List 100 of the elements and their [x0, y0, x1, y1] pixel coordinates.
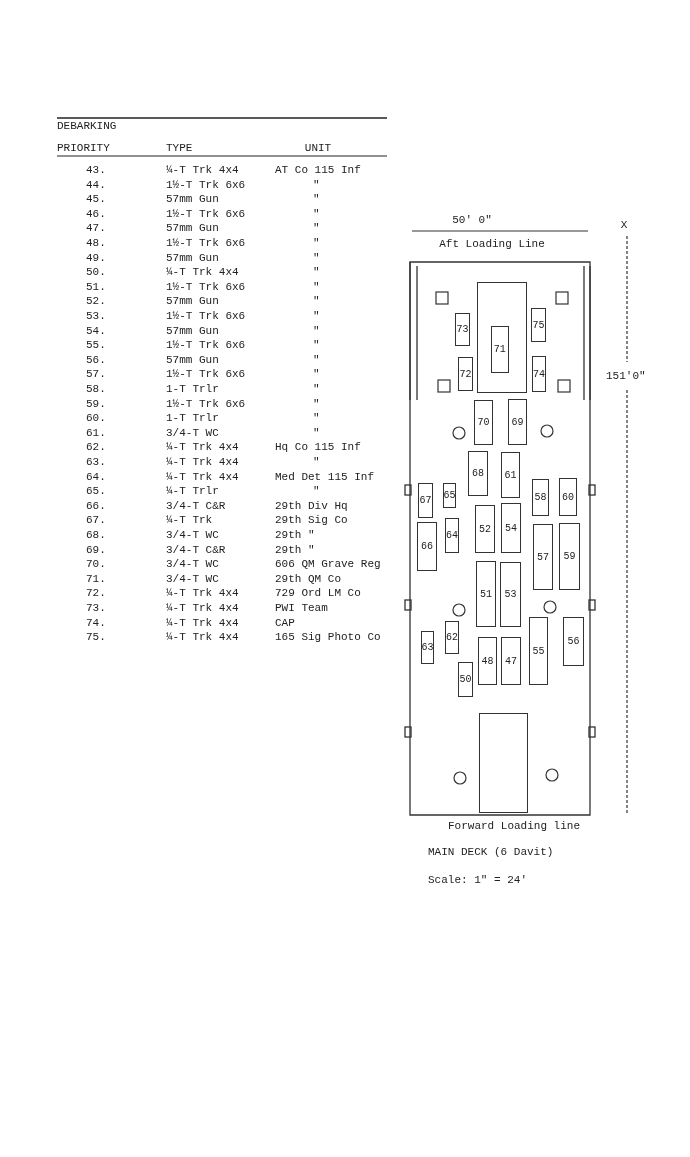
ditto-mark: " [313, 295, 320, 309]
priority-number: 67. [86, 514, 106, 528]
vehicle-box: 69 [508, 399, 527, 445]
vehicle-type: 1½-T Trk 6x6 [166, 237, 246, 250]
ditto-mark: " [313, 237, 320, 250]
vehicle-type: ¼-T Trk [166, 514, 213, 528]
vehicle-type: 1½-T Trk 6x6 [166, 207, 246, 221]
priority-number: 46. [86, 207, 106, 221]
vehicle-type: ¼-T Trk 4x4 [166, 470, 239, 484]
vehicle-type: 3/4-T WC [166, 529, 219, 542]
priority-number: 61. [86, 426, 106, 440]
vehicle-box: 54 [501, 503, 521, 553]
priority-number: 50. [86, 266, 106, 280]
vehicle-box: 59 [559, 523, 580, 590]
vehicle-box: 63 [421, 631, 434, 664]
vehicle-type: 1½-T Trk 6x6 [166, 397, 246, 411]
priority-number: 70. [86, 558, 106, 572]
vehicle-type: ¼-T Trk 4x4 [166, 441, 239, 455]
vehicle-box: 72 [458, 357, 473, 391]
priority-number: 68. [86, 529, 106, 542]
vehicle-box: 55 [529, 617, 548, 685]
priority-number: 59. [86, 397, 106, 411]
vehicle-box: 52 [475, 505, 495, 553]
priority-number: 73. [86, 602, 106, 615]
unit-name: 29th Div Hq [275, 499, 348, 513]
vehicle-type: 1-T Trlr [166, 412, 219, 426]
vehicle-type: 57mm Gun [166, 324, 219, 338]
vehicle-type: ¼-T Trk 4x4 [166, 587, 239, 601]
vehicle-type: 1½-T Trk 6x6 [166, 178, 246, 192]
ditto-mark: " [313, 207, 320, 221]
priority-number: 45. [86, 193, 106, 207]
unit-name: CAP [275, 616, 295, 630]
priority-number: 53. [86, 310, 106, 323]
priority-number: 60. [86, 412, 106, 426]
priority-number: 48. [86, 237, 106, 250]
vehicle-box: 56 [563, 617, 584, 666]
priority-number: 56. [86, 353, 106, 367]
priority-number: 63. [86, 456, 106, 469]
priority-number: 52. [86, 295, 106, 309]
unit-name: AT Co 115 Inf [275, 164, 361, 177]
deck-title: MAIN DECK (6 Davit) [428, 846, 554, 859]
vehicle-box: 48 [478, 637, 497, 685]
column-header: PRIORITY [57, 142, 110, 155]
ditto-mark: " [313, 266, 320, 280]
priority-number: 71. [86, 572, 106, 586]
vehicle-box: 60 [559, 478, 577, 516]
vehicle-box: 47 [501, 637, 521, 685]
deck-end-label: Aft Loading Line [439, 238, 545, 251]
priority-number: 51. [86, 280, 106, 294]
ditto-mark: " [313, 485, 320, 499]
ditto-mark: " [313, 456, 320, 469]
vehicle-box: 51 [476, 561, 496, 627]
vehicle-type: ¼-T Trk 4x4 [166, 164, 239, 177]
column-header: UNIT [304, 142, 332, 155]
vehicle-type: ¼-T Trk 4x4 [166, 631, 239, 645]
unit-name: PWI Team [275, 602, 328, 615]
ditto-mark: " [313, 397, 320, 411]
vehicle-type: 3/4-T WC [166, 572, 219, 586]
unit-name: 29th " [275, 529, 315, 542]
vehicle-type: 1½-T Trk 6x6 [166, 339, 246, 353]
priority-number: 43. [86, 164, 106, 177]
ditto-mark: " [313, 324, 320, 338]
vehicle-type: 1½-T Trk 6x6 [166, 368, 246, 382]
priority-number: 65. [86, 485, 106, 499]
vehicle-type: 3/4-T C&R [166, 543, 226, 557]
ditto-mark: " [313, 339, 320, 353]
vehicle-type: 1-T Trlr [166, 383, 219, 396]
vehicle-type: 3/4-T WC [166, 426, 219, 440]
priority-number: 44. [86, 178, 106, 192]
vehicle-box: 75 [531, 308, 546, 342]
vehicle-box: 68 [468, 451, 488, 496]
vehicle-box: 61 [501, 452, 520, 498]
vehicle-type: 1½-T Trk 6x6 [166, 310, 246, 323]
ditto-mark: " [313, 280, 320, 294]
priority-number: 47. [86, 222, 106, 236]
vehicle-box: 58 [532, 479, 549, 516]
vehicle-type: ¼-T Trk 4x4 [166, 616, 239, 630]
ditto-mark: " [313, 426, 320, 440]
vehicle-type: ¼-T Trk 4x4 [166, 456, 239, 469]
hatch-outline [479, 713, 528, 813]
priority-number: 69. [86, 543, 106, 557]
priority-number: 58. [86, 383, 106, 396]
dimension-label: 50' 0" [452, 214, 492, 227]
priority-number: 66. [86, 499, 106, 513]
point-label: X [620, 219, 628, 232]
unit-name: 606 QM Grave Reg [275, 558, 381, 572]
unit-name: 165 Sig Photo Co [275, 631, 381, 645]
priority-number: 57. [86, 368, 106, 382]
vehicle-type: 3/4-T C&R [166, 499, 226, 513]
vehicle-box: 67 [418, 483, 433, 518]
priority-number: 55. [86, 339, 106, 353]
vehicle-box: 53 [500, 562, 521, 627]
vehicle-box: 73 [455, 313, 470, 346]
vehicle-type: 57mm Gun [166, 222, 219, 236]
ditto-mark: " [313, 353, 320, 367]
priority-number: 54. [86, 324, 106, 338]
vehicle-box: 50 [458, 662, 473, 697]
unit-name: 729 Ord LM Co [275, 587, 361, 601]
vehicle-type: ¼-T Trk 4x4 [166, 602, 239, 615]
ditto-mark: " [313, 251, 320, 265]
